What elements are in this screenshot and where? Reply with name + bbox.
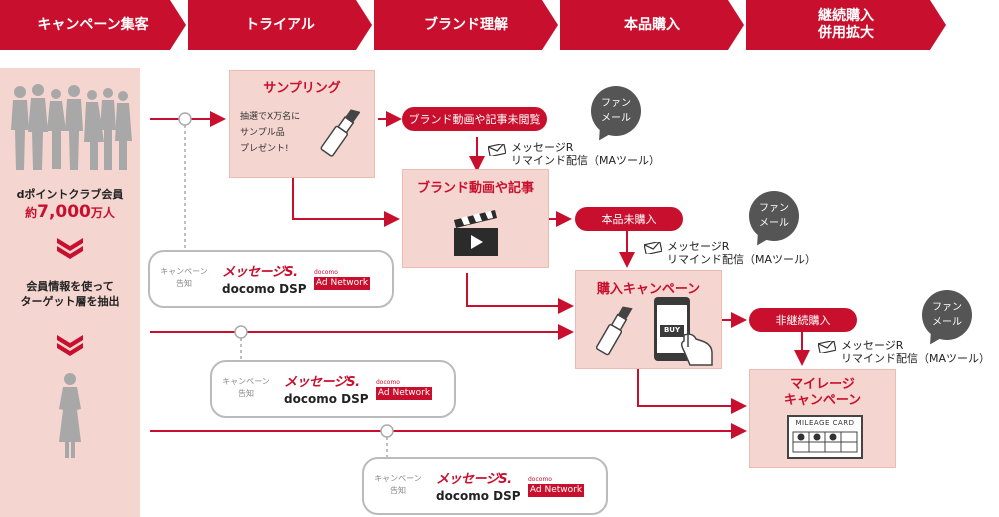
docomo-dsp-label: docomo DSP <box>284 392 369 406</box>
mileage-card: MILEAGE CARD <box>787 415 863 459</box>
ad-label-line2: 告知 <box>238 389 254 398</box>
campaign-ad-box-3: キャンペーン告知 メッセージS. docomo DSP docomo Ad Ne… <box>362 457 608 515</box>
fan-mail-bubble: ファンメール <box>922 290 972 340</box>
fan-mail-line2: メール <box>932 317 962 328</box>
adnet-main: Ad Network <box>376 387 432 400</box>
envelope-icon <box>488 144 506 156</box>
campaign-ad-box-2: キャンペーン告知 メッセージS. docomo DSP docomo Ad Ne… <box>210 360 456 418</box>
mileage-title-line2: キャンペーン <box>783 393 862 408</box>
fan-mail-line2: メール <box>759 218 789 229</box>
reminder-line2: リマインド配信（MAツール） <box>511 154 661 167</box>
step-label: トライアル <box>245 16 315 33</box>
message-s-logo: メッセージS. <box>284 375 360 390</box>
ad-label-line2: 告知 <box>390 486 406 495</box>
mileage-title-line1: マイレージ <box>790 377 855 392</box>
pill-not-purchased: 本品未購入 <box>575 207 683 231</box>
sampling-desc: 抽選でX万名に サンプル品 プレゼント! <box>240 109 300 157</box>
sampling-desc-line: 抽選でX万名に <box>240 112 301 122</box>
member-count: 約7,000万人 <box>0 202 140 222</box>
fan-mail-line1: ファン <box>932 302 962 313</box>
member-suffix: 万人 <box>90 206 115 220</box>
campaign-ad-box-1: キャンペーン告知 メッセージS. docomo DSP docomo Ad Ne… <box>148 250 394 308</box>
step-label: 本品購入 <box>624 16 680 33</box>
member-number: 7,000 <box>37 202 91 222</box>
sampling-box: サンプリング 抽選でX万名に サンプル品 プレゼント! <box>229 70 375 178</box>
fan-mail-line1: ファン <box>601 98 631 109</box>
message-s-logo: メッセージS. <box>436 472 512 487</box>
step-label: ブランド理解 <box>424 16 508 33</box>
adnet-small: docomo <box>314 269 338 276</box>
step-purchase: 本品購入 <box>560 0 744 50</box>
ad-label: キャンペーン告知 <box>154 266 214 290</box>
lipstick-icon <box>595 306 633 356</box>
pill-not-viewed: ブランド動画や記事未閲覧 <box>402 107 547 131</box>
sampling-desc-line: プレゼント! <box>240 144 289 154</box>
brand-video-box: ブランド動画や記事 <box>402 169 549 268</box>
member-line1: dポイントクラブ会員 <box>16 188 124 201</box>
ad-label-line1: キャンペーン <box>222 377 270 386</box>
step-trial: トライアル <box>188 0 372 50</box>
docomo-dsp-label: docomo DSP <box>222 282 307 296</box>
crowd-silhouette-icon <box>11 84 132 170</box>
reminder-line1: メッセージR <box>511 141 574 154</box>
sampling-title: サンプリング <box>263 81 341 96</box>
mileage-card-label: MILEAGE CARD <box>795 419 855 427</box>
adnet-main: Ad Network <box>528 484 584 497</box>
sampling-desc-line: サンプル品 <box>240 128 285 138</box>
fan-mail-line2: メール <box>601 113 631 124</box>
purchase-campaign-box: 購入キャンペーン BUY <box>575 270 722 369</box>
step-label: 継続購入 併用拡大 <box>818 8 874 41</box>
clapperboard-icon <box>454 210 498 256</box>
mileage-campaign-box: マイレージ キャンペーン MILEAGE CARD <box>749 369 896 468</box>
reminder-line1: メッセージR <box>667 240 730 253</box>
ad-label: キャンペーン告知 <box>216 376 276 400</box>
step-campaign: キャンペーン集客 <box>0 0 186 50</box>
ad-label: キャンペーン告知 <box>368 473 428 497</box>
woman-silhouette-icon <box>59 373 81 458</box>
ad-label-line2: 告知 <box>176 279 192 288</box>
docomo-ad-network-logo: docomo Ad Network <box>314 269 370 290</box>
reminder-line1: メッセージR <box>841 339 904 352</box>
adnet-small: docomo <box>528 476 552 483</box>
fan-mail-bubble: ファンメール <box>591 86 641 136</box>
envelope-icon <box>818 341 836 353</box>
step-brand: ブランド理解 <box>374 0 558 50</box>
reminder-line2: リマインド配信（MAツール） <box>841 352 991 365</box>
ad-label-line1: キャンペーン <box>160 267 208 276</box>
extract-line1: 会員情報を使って <box>26 280 114 293</box>
step-continuation: 継続購入 併用拡大 <box>746 0 946 50</box>
double-chevron-down-icon <box>57 238 83 259</box>
buy-button: BUY <box>663 326 681 334</box>
docomo-ad-network-logo: docomo Ad Network <box>528 476 584 497</box>
mileage-campaign-title: マイレージ キャンペーン <box>750 377 895 409</box>
envelope-icon <box>644 242 662 254</box>
brand-video-title: ブランド動画や記事 <box>416 181 534 196</box>
double-chevron-down-icon <box>57 335 83 356</box>
step-label: キャンペーン集客 <box>37 16 149 33</box>
member-prefix: 約 <box>25 206 38 220</box>
message-s-logo: メッセージS. <box>222 265 298 280</box>
extract-line2: ターゲット層を抽出 <box>20 295 120 308</box>
pill-not-continued: 非継続購入 <box>749 308 857 332</box>
smartphone-icon <box>654 297 713 366</box>
reminder-line2: リマインド配信（MAツール） <box>667 253 817 266</box>
stamp-grid-icon <box>792 431 858 453</box>
ad-label-line1: キャンペーン <box>374 474 422 483</box>
purchase-campaign-title: 購入キャンペーン <box>596 282 701 297</box>
docomo-ad-network-logo: docomo Ad Network <box>376 379 432 400</box>
lipstick-icon <box>320 109 360 157</box>
fan-mail-bubble: ファンメール <box>749 191 799 241</box>
docomo-dsp-label: docomo DSP <box>436 489 521 503</box>
adnet-small: docomo <box>376 379 400 386</box>
adnet-main: Ad Network <box>314 277 370 290</box>
fan-mail-line1: ファン <box>759 203 789 214</box>
